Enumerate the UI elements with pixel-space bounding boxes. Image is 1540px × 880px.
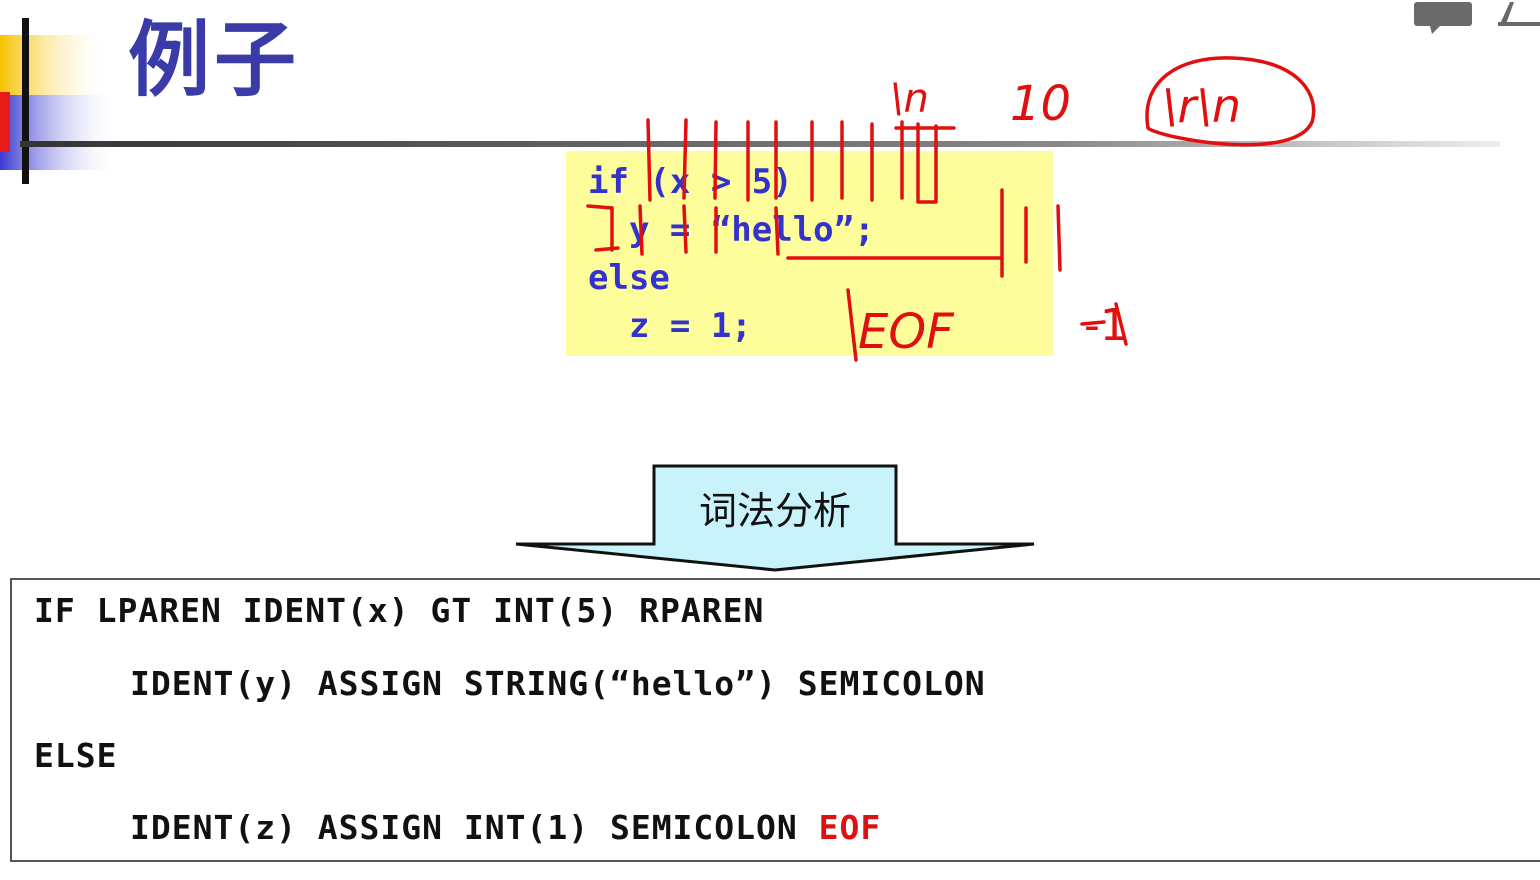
token-sequence: IDENT(z) ASSIGN INT(1) SEMICOLON: [130, 808, 798, 847]
token-line: IF LPAREN IDENT(x) GT INT(5) RPAREN: [34, 591, 765, 630]
slide-title: 例子: [128, 13, 301, 108]
eof-token: EOF: [818, 808, 882, 847]
token-line: IDENT(z) ASSIGN INT(1) SEMICOLON EOF: [130, 811, 881, 844]
handwritten-minus-one: -1: [1084, 300, 1128, 351]
source-code-box: if (x > 5) y = “hello”; else z = 1;: [566, 151, 1053, 356]
code-line: if (x > 5): [588, 162, 793, 202]
lexical-analysis-label: 词法分析: [698, 489, 851, 533]
code-line: else: [588, 258, 670, 298]
code-line: z = 1;: [588, 306, 752, 346]
token-line: IDENT(y) ASSIGN STRING(“hello”) SEMICOLO…: [130, 664, 986, 703]
token-line: ELSE: [34, 736, 118, 775]
title-decoration: [0, 18, 1500, 184]
code-line: y = “hello”;: [588, 210, 875, 250]
token-stream-box: [10, 578, 1540, 862]
down-arrow-icon: [515, 464, 1035, 572]
viewer-toolbar-icons[interactable]: [1410, 0, 1540, 40]
